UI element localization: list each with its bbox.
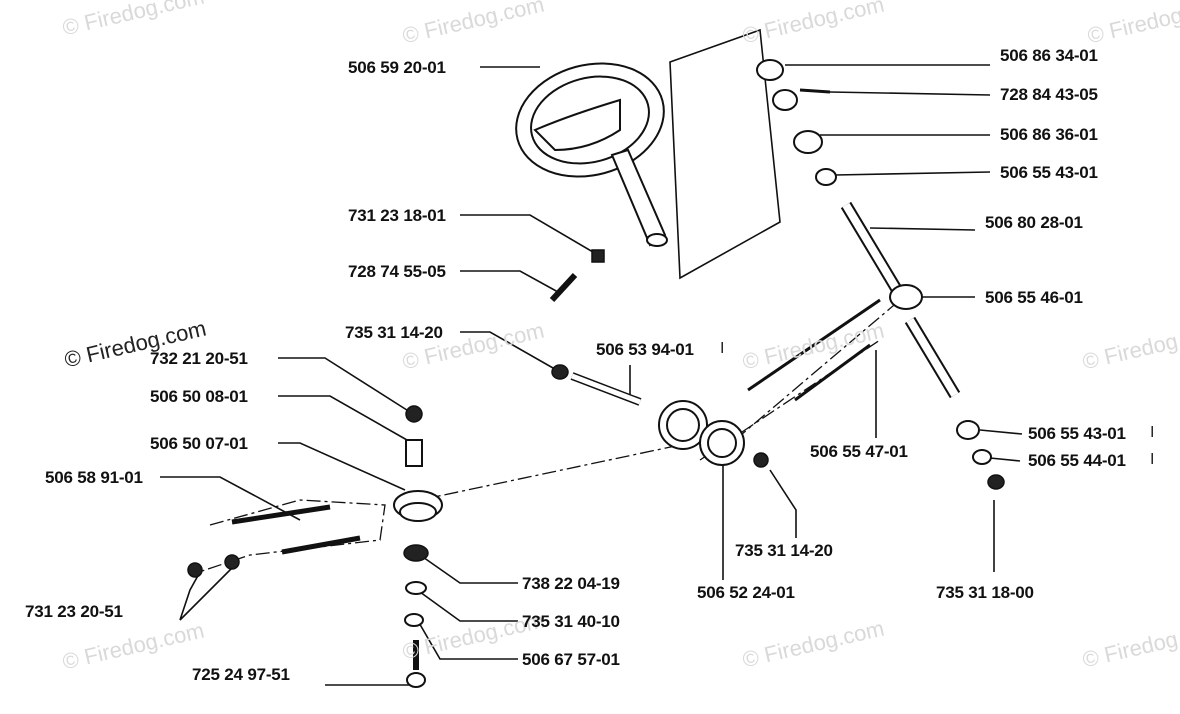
label-shaft-pin: 506 53 94-01 [596,340,694,359]
label-washer-top: 506 86 36-01 [1000,125,1098,144]
label-nut-small-left: 735 31 14-20 [345,323,443,342]
drag-link [187,504,361,578]
label-cap-top: 506 86 34-01 [1000,46,1098,65]
label-washer: 506 67 57-01 [522,650,620,669]
label-drag-link: 506 58 91-01 [45,468,143,487]
label-washer-lower: 506 55 44-01 [1028,451,1126,470]
label-bearing: 738 22 04-19 [522,574,620,593]
label-steering-wheel: 506 59 20-01 [348,58,446,77]
steering-wheel [515,62,668,247]
wheel-bolt [549,272,578,303]
pivot-stack [393,405,443,688]
upper-column-parts [756,59,1005,490]
label-rod-end: 506 55 47-01 [810,442,908,461]
label-spacer: 506 50 07-01 [150,434,248,453]
label-washer-split: 735 31 40-10 [522,612,620,631]
label-bolt-wheel: 728 74 55-05 [348,262,446,281]
label-nut-wheel: 731 23 18-01 [348,206,446,225]
label-gear: 506 52 24-01 [697,583,795,602]
label-nut-pair: 731 23 20-51 [25,602,123,621]
tick-mark: I [720,340,725,357]
label-bolt-bottom: 725 24 97-51 [192,665,290,684]
label-bracket: 506 55 46-01 [985,288,1083,307]
label-steering-shaft: 506 80 28-01 [985,213,1083,232]
tick-mark: I [1150,451,1155,468]
label-screw-top: 728 84 43-05 [1000,85,1098,104]
label-bushing: 506 50 08-01 [150,387,248,406]
label-nut-right: 735 31 14-20 [735,541,833,560]
column-outline [669,28,781,280]
tick-mark: I [1150,424,1155,441]
label-nut-lower: 735 31 18-00 [936,583,1034,602]
leader-lines [160,64,1023,686]
label-bushing-top: 506 55 43-01 [1000,163,1098,182]
wheel-nut [591,249,605,263]
linkage-gears [551,298,881,468]
label-nut-top: 732 21 20-51 [150,349,248,368]
label-bushing-lower: 506 55 43-01 [1028,424,1126,443]
